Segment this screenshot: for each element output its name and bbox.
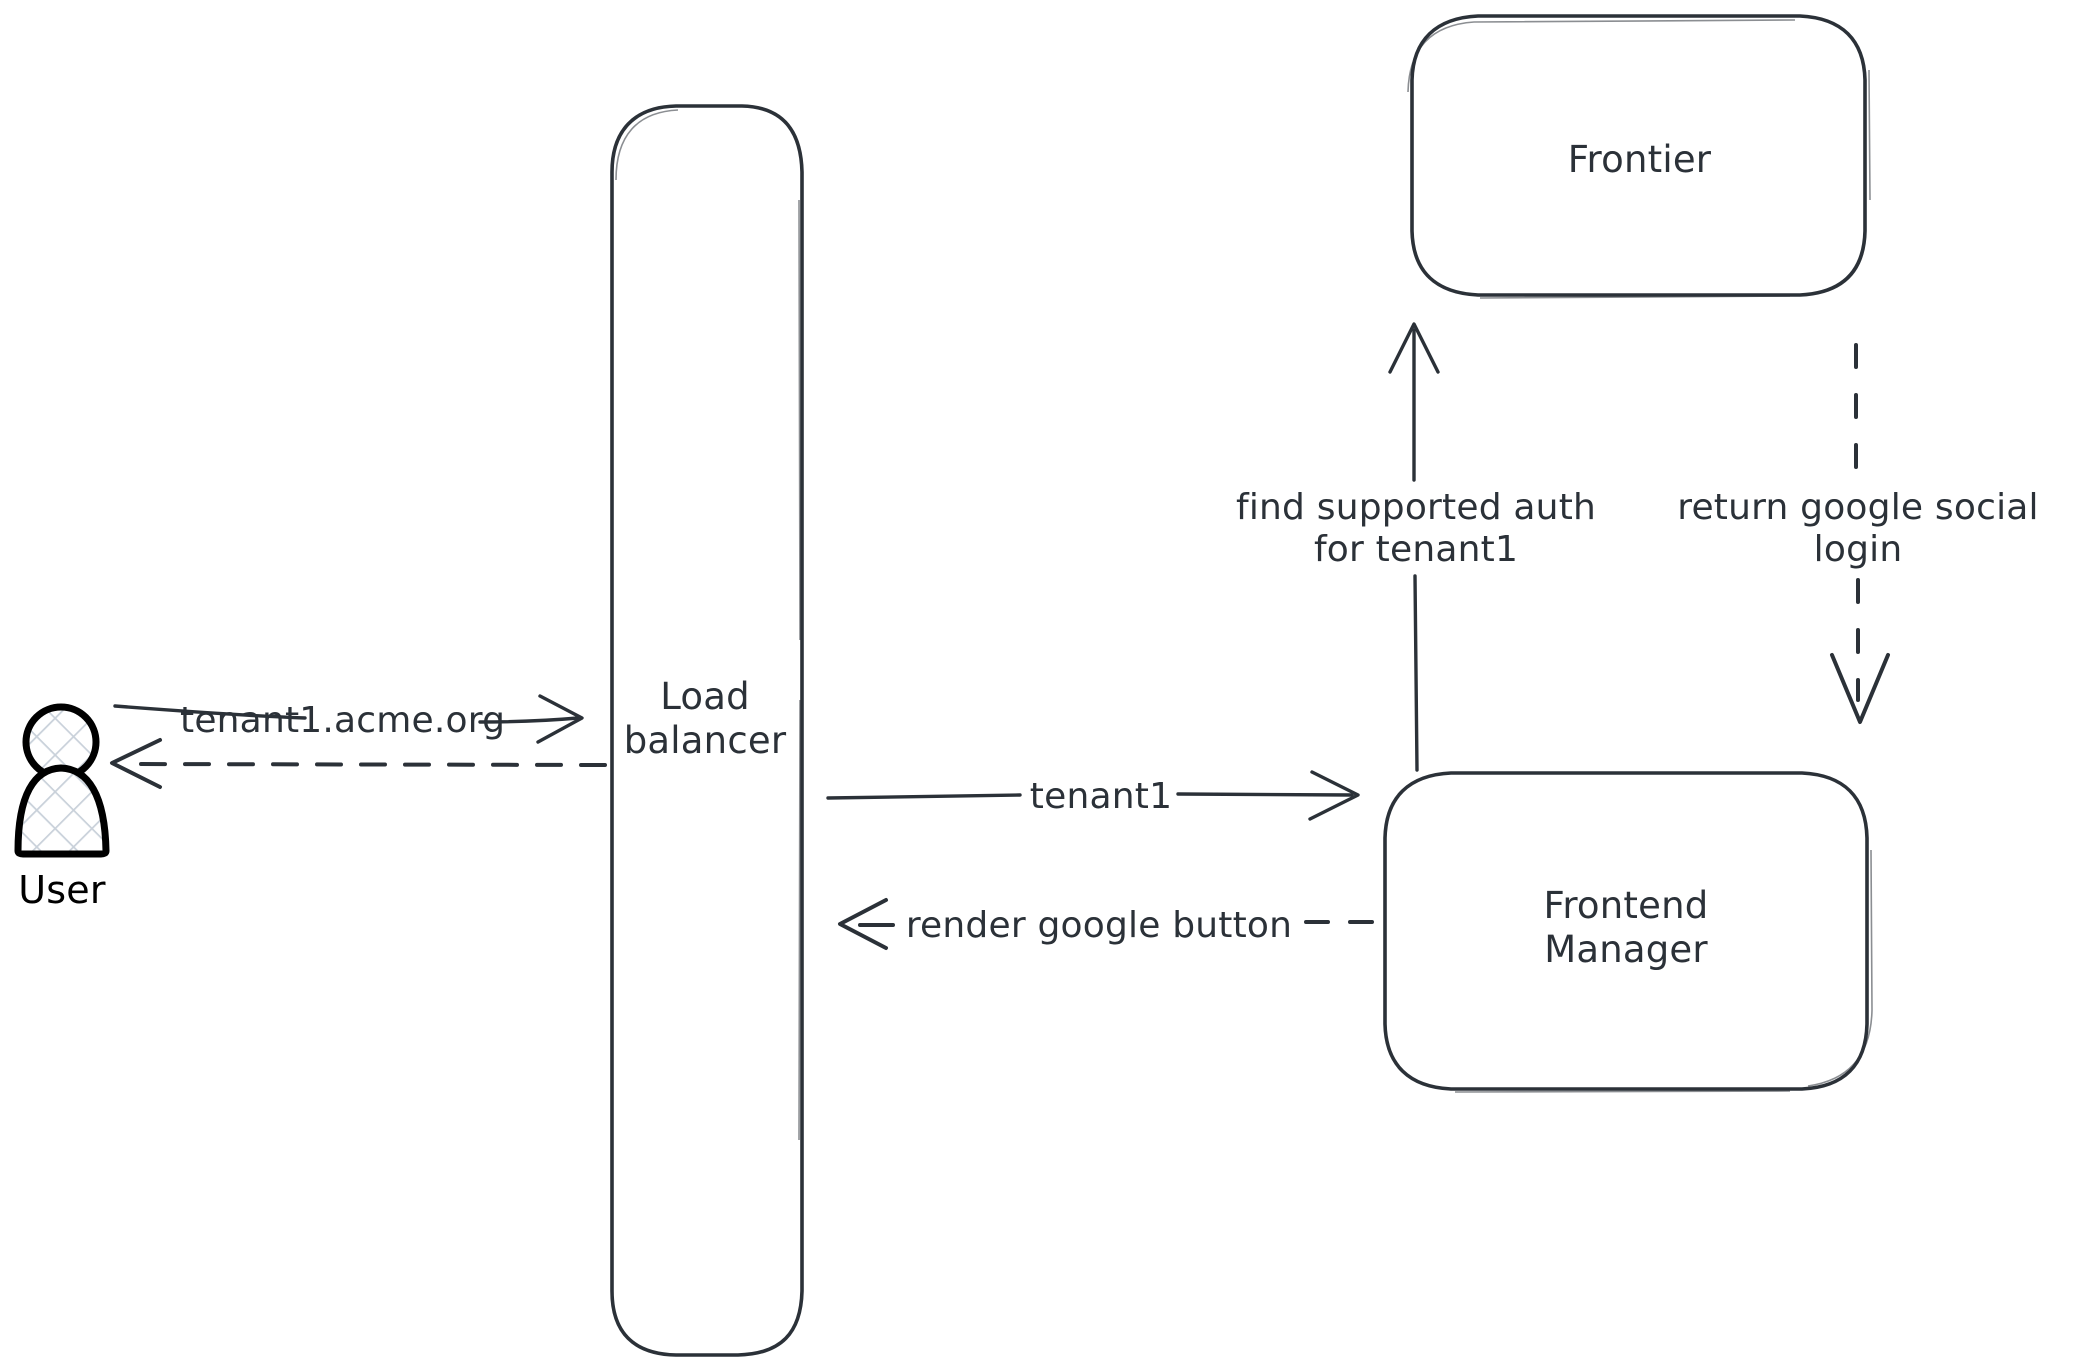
edge-lb-to-fm	[826, 770, 1360, 821]
node-frontier[interactable]	[1407, 14, 1871, 299]
edge-fm-to-frontier-line-lower	[1413, 574, 1419, 772]
load-balancer-shape	[610, 104, 804, 1357]
edge-fm-to-lb-label: render google button	[905, 905, 1293, 946]
load-balancer-sketch-overlay	[615, 109, 801, 1141]
actor-user	[14, 703, 110, 858]
edge-user-to-lb	[113, 694, 584, 744]
edge-lb-to-user-arrowhead	[110, 738, 162, 789]
edge-user-to-lb-arrowhead	[536, 694, 584, 744]
edge-fm-to-frontier-label-line2: for tenant1	[1313, 529, 1519, 571]
edge-fm-to-lb	[838, 898, 1374, 950]
edge-frontier-to-fm	[1830, 343, 1890, 724]
frontend-manager-sketch-overlay	[1454, 849, 1873, 1093]
node-load-balancer[interactable]	[610, 104, 804, 1357]
edge-frontier-to-fm-arrowhead	[1830, 653, 1890, 724]
edge-user-to-lb-line-right	[478, 716, 580, 724]
frontend-manager-label-line1: Frontend	[1543, 884, 1709, 927]
frontier-shape	[1410, 14, 1867, 297]
frontend-manager-label-line2: Manager	[1544, 927, 1708, 971]
edge-fm-to-lb-arrowhead	[838, 898, 888, 950]
edge-user-to-lb-label: tenant1.acme.org	[180, 700, 506, 741]
edge-fm-to-frontier-arrowhead	[1388, 322, 1440, 374]
actor-user-label: User	[18, 868, 106, 912]
edge-lb-to-user	[110, 738, 607, 789]
frontier-sketch-overlay	[1407, 19, 1871, 299]
edge-lb-to-user-line	[128, 762, 607, 767]
edge-frontier-to-fm-label-line2: login	[1813, 529, 1903, 571]
edge-lb-to-fm-line-right	[1176, 792, 1354, 797]
load-balancer-label-line2: balancer	[623, 718, 787, 762]
edge-fm-to-frontier	[1388, 322, 1440, 772]
edge-frontier-to-fm-label-line1: return google social	[1677, 487, 2039, 528]
edge-lb-to-fm-arrowhead	[1308, 770, 1360, 821]
edge-fm-to-frontier-label-line1: find supported auth	[1235, 487, 1597, 528]
edge-lb-to-fm-label: tenant1	[1029, 776, 1173, 817]
user-body-icon	[14, 764, 110, 858]
load-balancer-label-line1: Load	[660, 675, 750, 718]
frontend-manager-shape	[1383, 771, 1869, 1091]
edge-user-to-lb-line-left	[113, 704, 307, 720]
edge-lb-to-fm-line-left	[826, 793, 1022, 800]
node-frontend-manager[interactable]	[1383, 771, 1873, 1093]
frontier-label: Frontier	[1567, 138, 1712, 181]
